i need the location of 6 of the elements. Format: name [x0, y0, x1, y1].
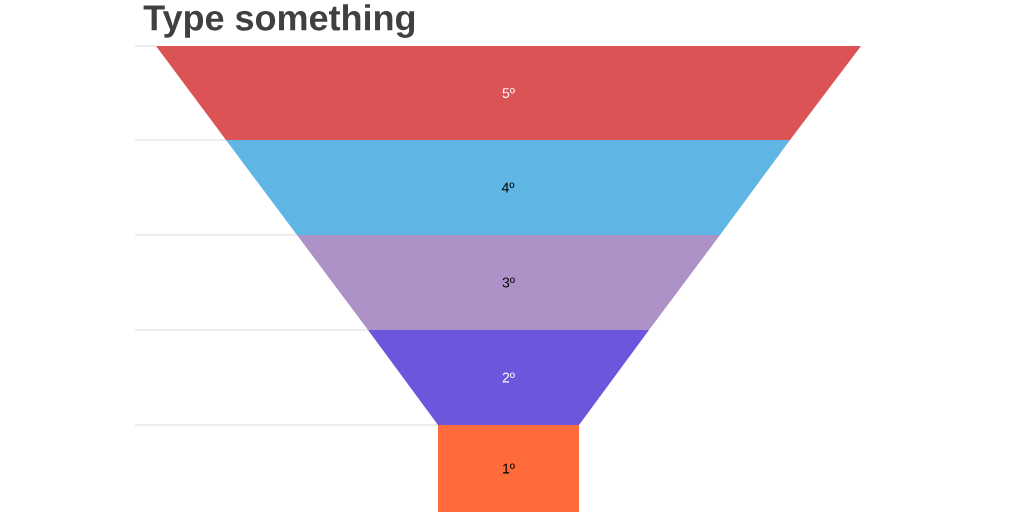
funnel-stage: 2º [368, 330, 649, 425]
title: Type something [143, 4, 415, 38]
funnel-stage: 5º [156, 46, 861, 140]
funnel-stage: 4º [226, 140, 790, 235]
funnel-stage: 3º [297, 235, 720, 330]
funnel-stage: 1º [438, 425, 579, 512]
